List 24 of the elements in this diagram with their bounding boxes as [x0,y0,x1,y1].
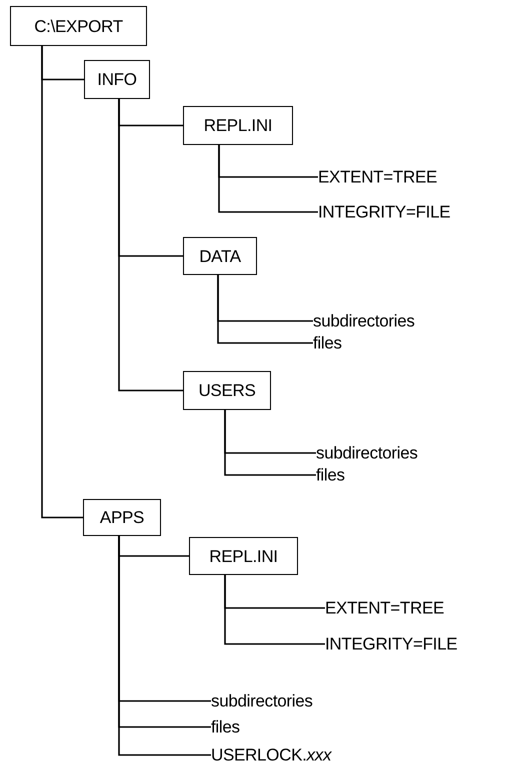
folder-box: DATA [183,237,257,275]
tree-connector [224,410,316,476]
file-entry-label: files [211,718,240,736]
folder-box: REPL.INI [189,537,298,575]
file-entry-label: subdirectories [211,692,313,710]
file-entry-label: EXTENT=TREE [325,600,444,616]
file-entry-label: files [313,334,342,352]
tree-connector [118,99,183,392]
tree-connector [218,145,318,213]
tree-connector [217,275,313,344]
file-entry-label: EXTENT=TREE [318,168,438,186]
file-entry-label: USERLOCK.xxx [211,746,332,764]
folder-box: C:\EXPORT [10,6,147,46]
tree-connector [41,46,83,518]
file-entry-label: subdirectories [316,444,418,462]
folder-box: USERS [183,371,271,410]
folder-box: INFO [84,60,150,99]
folder-box: REPL.INI [183,106,293,145]
tree-connector [224,575,325,645]
file-entry-label: INTEGRITY=FILE [318,204,450,220]
file-entry-label: INTEGRITY=FILE [325,636,458,652]
folder-box: APPS [83,499,161,536]
file-entry-label: files [316,466,345,484]
file-entry-label: subdirectories [313,312,415,330]
